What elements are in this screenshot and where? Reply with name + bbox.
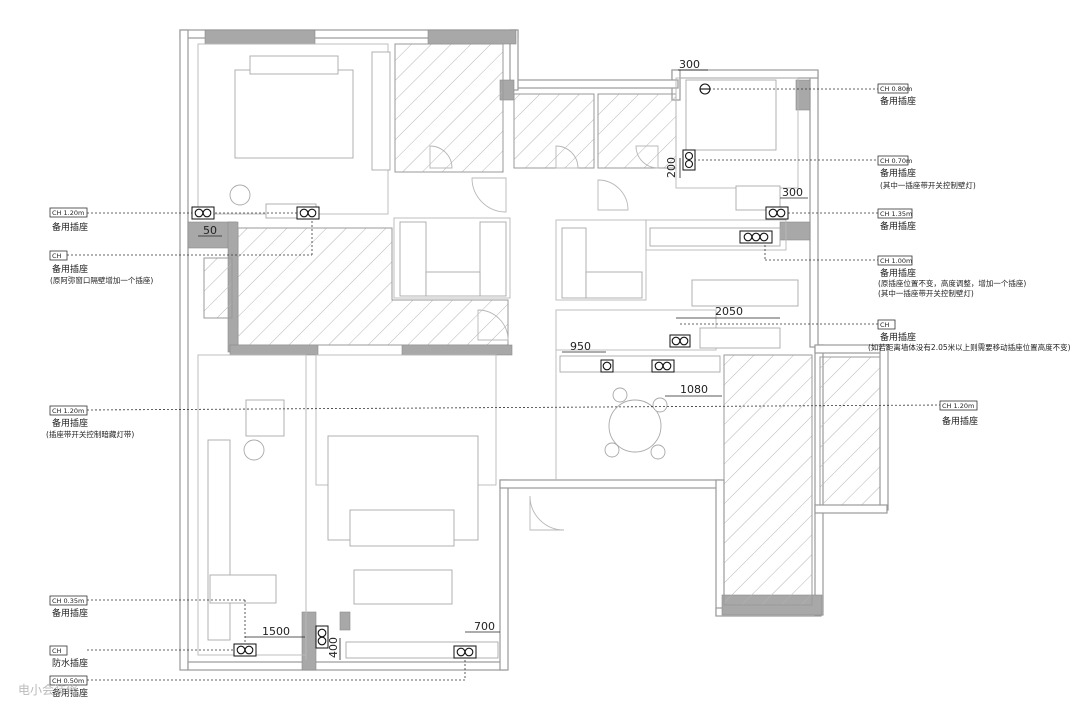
dimension-text: 2050	[715, 305, 743, 318]
callout-tags: CH 0.80m 备用插座 CH 0.70m 备用插座 (其中一插座带开关控制壁…	[46, 83, 1071, 699]
callout-tag: CH 1.20m	[52, 407, 84, 415]
outlet-symbol	[600, 359, 614, 373]
callout-tag: CH 0.50m	[52, 677, 84, 685]
outlet-symbol	[699, 83, 711, 95]
outlet-symbol	[315, 625, 329, 649]
dimension-text: 200	[665, 157, 678, 178]
callout-tag: CH 0.35m	[52, 597, 84, 605]
callout-label: 备用插座	[52, 607, 88, 619]
hatched-areas	[203, 43, 881, 606]
callout-note: (原插座位置不变，高度调整，增加一个插座)	[878, 278, 1026, 288]
outlet-symbol	[191, 206, 215, 220]
outlet-symbol	[682, 149, 696, 171]
dimension-text: 700	[474, 620, 495, 633]
callout-label: 备用插座	[52, 221, 88, 233]
furniture	[209, 55, 799, 605]
callout-note: (如若距离墙体没有2.05米以上则需要移动插座位置高度不变)	[868, 342, 1071, 352]
callout-tag: CH 0.80m	[880, 85, 912, 93]
callout-label: 备用插座	[942, 415, 978, 427]
outlet-symbol	[765, 206, 789, 220]
callout-note: (插座带开关控制暗藏灯带)	[46, 429, 134, 439]
dimension-text: 300	[782, 186, 803, 199]
doors	[429, 145, 659, 531]
dimension-text: 1080	[680, 383, 708, 396]
callout-tag: CH 1.35m	[880, 210, 912, 218]
outlet-symbol	[296, 206, 320, 220]
dimension-lines	[198, 69, 808, 660]
leader-lines	[67, 88, 941, 681]
callout-tag: CH 0.70m	[880, 157, 912, 165]
dimension-text: 1500	[262, 625, 290, 638]
outlet-symbol	[453, 645, 477, 659]
outlet-symbol	[669, 334, 691, 348]
callout-note: (原阿弥窗口隔壁增加一个插座)	[50, 275, 153, 285]
callout-label: 备用插座	[880, 220, 916, 232]
callout-label: 备用插座	[52, 417, 88, 429]
callout-tag: CH 1.00m	[880, 257, 912, 265]
callout-note: (其中一插座带开关控制壁灯)	[878, 288, 974, 298]
callout-label: 备用插座	[880, 267, 916, 279]
callout-label: 备用插座	[880, 167, 916, 179]
outlet-symbol	[739, 230, 773, 244]
callout-note: (其中一插座带开关控制壁灯)	[880, 180, 976, 190]
dimension-text: 400	[327, 637, 340, 658]
callout-label: 防水插座	[52, 657, 88, 669]
callout-tag: CH	[880, 321, 890, 329]
callout-label: 备用插座	[52, 687, 88, 699]
callout-tag: CH 1.20m	[52, 209, 84, 217]
callout-tag: CH 1.20m	[942, 402, 974, 410]
callout-tag: CH	[52, 647, 62, 655]
callout-label: 备用插座	[52, 263, 88, 275]
watermark: 电小会装修	[18, 682, 78, 697]
callout-label: 备用插座	[880, 95, 916, 107]
dimension-text: 50	[203, 224, 217, 237]
outlet-symbol	[233, 643, 257, 657]
dimension-texts: 300 300 50 2050 950 1080 1500 700 200 40…	[203, 58, 803, 658]
callout-label: 备用插座	[880, 331, 916, 343]
dimension-text: 950	[570, 340, 591, 353]
callout-tag: CH	[52, 252, 62, 260]
outlets	[191, 83, 789, 659]
outlet-symbol	[651, 359, 675, 373]
dimension-text: 300	[679, 58, 700, 71]
